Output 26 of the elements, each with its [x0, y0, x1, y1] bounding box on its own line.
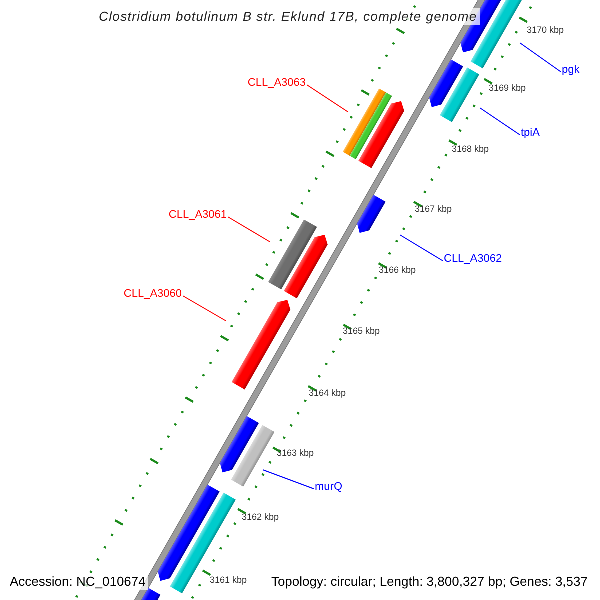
tick-label: 3166 kbp: [379, 264, 416, 276]
gene-label: CLL_A3062: [444, 252, 502, 266]
tick-label: 3162 kbp: [242, 512, 280, 522]
tick-label: 3164 kbp: [309, 388, 346, 398]
gene-label: CLL_A3061: [168, 208, 227, 222]
tick-label: 3167 kbp: [415, 204, 452, 214]
leader-line: [480, 108, 520, 136]
gene-label: CLL_A3063: [248, 76, 306, 90]
leader-line: [520, 42, 562, 72]
gene-label: CLL_A3060: [124, 287, 182, 301]
gene-label: pgk: [562, 63, 580, 77]
footer-text: Topology: circular; Length: 3,800,327 bp; Genes: 3,537: [269, 574, 590, 590]
leader-line: [228, 216, 270, 242]
tick-label: 3161 kbp: [210, 574, 248, 586]
leader-line: [306, 84, 348, 112]
tick-label: 3168 kbp: [452, 144, 490, 154]
tick-label: 3165 kbp: [343, 326, 380, 336]
tick-label: 3169 kbp: [489, 82, 526, 94]
leader-line: [262, 470, 314, 490]
tick-label: 3170 kbp: [527, 24, 564, 36]
gene-label: tpiA: [521, 126, 540, 140]
gene-label: murQ: [315, 480, 342, 494]
leader-line: [400, 234, 444, 262]
tick-label: 3163 kbp: [277, 448, 314, 458]
footer-text: Accession: NC_010674: [8, 574, 148, 590]
leader-line: [182, 296, 226, 322]
